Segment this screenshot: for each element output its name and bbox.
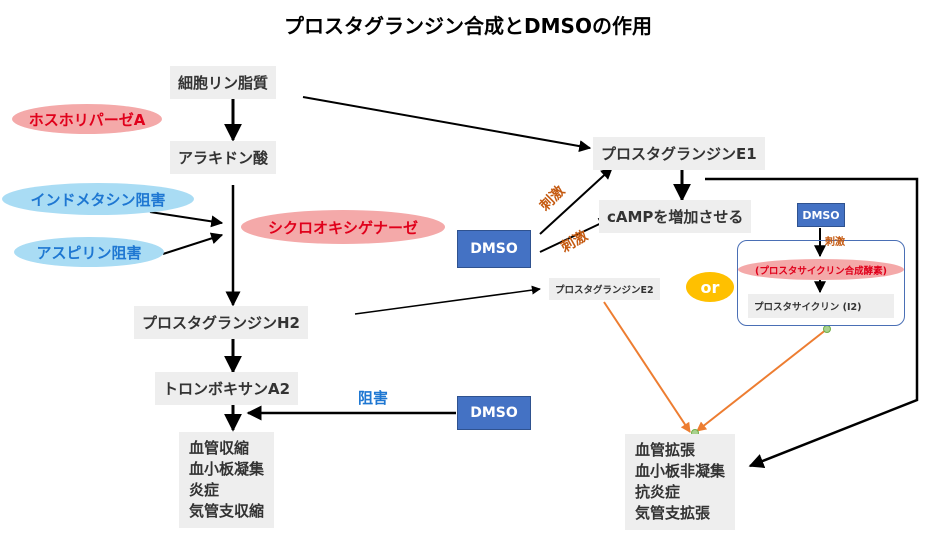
enzyme-cyclooxygenase: シクロオキシゲナーゼ xyxy=(241,210,445,244)
marker-dot-prostacyclin xyxy=(823,325,831,333)
arrow-prostacyclin-to-effects xyxy=(696,328,828,432)
page-title: プロスタグランジン合成とDMSOの作用 xyxy=(284,14,652,38)
effect-left-item: 気管支収縮 xyxy=(189,502,265,520)
arrow-pgh2-to-pge2 xyxy=(354,285,541,315)
stim-label-right: 刺激 xyxy=(825,237,845,248)
node-pge1: プロスタグランジンE1 xyxy=(593,137,765,170)
effect-right-item: 血管拡張 xyxy=(635,441,696,459)
effect-left-item: 炎症 xyxy=(189,481,220,499)
arrow-aspirin xyxy=(162,232,224,255)
enzyme-prostacyclin-synthase: (プロスタサイクリン合成酵素) xyxy=(738,259,904,280)
node-pge2: プロスタグランジンE2 xyxy=(549,278,660,300)
arrow-dmso-to-camp xyxy=(539,218,612,253)
effect-right-item: 血小板非凝集 xyxy=(635,462,726,480)
arrow-dmso-to-pge1 xyxy=(539,167,613,235)
dmso-bottom: DMSO xyxy=(457,396,531,430)
node-pgh2: プロスタグランジンH2 xyxy=(134,306,308,339)
node-phospholipid: 細胞リン脂質 xyxy=(170,66,277,99)
node-txa2: トロンボキサンA2 xyxy=(155,372,299,405)
effect-left-item: 血小板凝集 xyxy=(189,460,265,478)
arrow-pge2-to-effects xyxy=(603,301,691,433)
arrow-indomethacin xyxy=(149,211,224,228)
arrow-phospholipid-to-pge1 xyxy=(302,96,592,153)
node-prostacyclin: プロスタサイクリン (I2) xyxy=(748,294,894,318)
or-badge: or xyxy=(686,272,734,302)
node-arachidonic-acid: アラキドン酸 xyxy=(170,141,277,174)
inhibit-label: 阻害 xyxy=(358,389,389,407)
arrow-camp-to-effects-right xyxy=(705,177,919,469)
effects-left-box: 血管収縮 血小板凝集 炎症 気管支収縮 xyxy=(179,432,275,528)
dmso-right: DMSO xyxy=(797,203,845,227)
inhibitor-indomethacin: インドメタシン阻害 xyxy=(2,183,194,215)
effect-right-item: 抗炎症 xyxy=(635,483,681,501)
effect-right-item: 気管支拡張 xyxy=(635,504,711,522)
inhibitor-aspirin: アスピリン阻害 xyxy=(14,237,164,267)
dmso-center: DMSO xyxy=(457,230,531,268)
effects-right-box: 血管拡張 血小板非凝集 抗炎症 気管支拡張 xyxy=(625,434,736,530)
effect-left-item: 血管収縮 xyxy=(189,439,250,457)
enzyme-phospholipase: ホスホリパーゼA xyxy=(12,104,162,134)
prostacyclin-frame xyxy=(737,240,905,326)
node-camp-increase: cAMPを増加させる xyxy=(599,200,752,233)
